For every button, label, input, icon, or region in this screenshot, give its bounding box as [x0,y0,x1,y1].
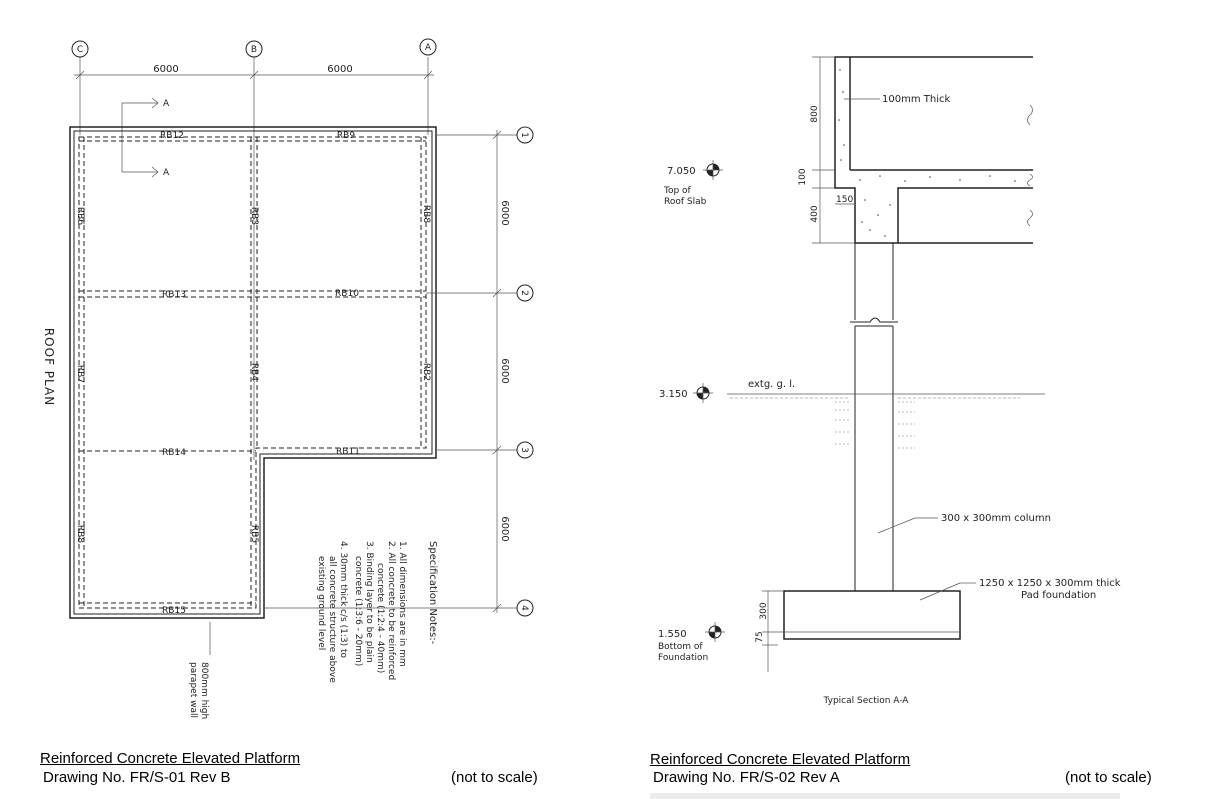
footer-divider [650,793,1120,799]
level-marker-bottom-icon [705,622,725,642]
section-marker-top: A [163,99,170,109]
ground-hatch [730,397,1020,449]
level-marker-top-icon [703,160,723,180]
section-cut-line [121,102,158,172]
dim-100: 100 [798,168,808,185]
column-leader [877,517,916,534]
dim-300: 300 [759,602,769,619]
beam-label-rb9: RB9 [337,131,355,141]
level-bottom-label-1: Bottom of [658,642,703,652]
right-caption-scale: (not to scale) [1065,769,1152,786]
grid-bubble-3 [516,441,534,459]
grid-label-a: A [425,43,432,53]
parapet-note-line1: 800mm high [199,662,209,719]
section-marker-bottom: A [163,168,170,178]
pad-leader [919,582,961,601]
dim-horizontal-1: 6000 [153,64,178,75]
left-caption-drawing-number: Drawing No. FR/S-01 Rev B [43,769,231,786]
dim-vertical-1: 6000 [499,200,510,225]
level-ground-value: 3.150 [659,389,688,400]
right-caption-title: Reinforced Concrete Elevated Platform [650,751,911,768]
spec-line-4: 3. Binding layer to be plain [364,541,374,663]
roof-plan: C B A 6000 6000 A A RB12 RB9 RB13 [42,38,534,719]
pad-label-1: 1250 x 1250 x 300mm thick [979,578,1121,589]
parapet-note-line2: parapet wall [188,662,198,718]
spec-line-8: existing ground level [316,556,326,650]
level-bottom-label-2: Foundation [658,653,708,663]
right-caption-drawing-number: Drawing No. FR/S-02 Rev A [653,769,840,786]
grid-bubble-4 [516,599,534,617]
beam-label-rb4: RB4 [249,363,259,381]
beam-label-rb6: RB6 [75,207,85,225]
column-break-icon [850,317,898,323]
grid-label-c: C [77,45,83,55]
level-bottom-value: 1.550 [658,629,687,640]
dim-400: 400 [810,205,820,222]
beam-outline [834,56,1033,244]
level-top-label-1: Top of [663,186,692,196]
slab-thickness-label: 100mm Thick [882,94,950,105]
grid-bubble-b [245,40,263,58]
slab-outline [69,126,437,619]
level-marker-ground-icon [693,383,713,403]
dim-vertical-3: 6000 [499,516,510,541]
beam-label-rb7: RB7 [75,365,85,383]
spec-line-7: all concrete structure above [327,556,337,683]
level-top-label-2: Roof Slab [664,197,707,207]
beam-label-rb13: RB13 [162,290,186,300]
beam-label-rb3: RB3 [249,207,259,225]
roof-plan-label: ROOF PLAN [42,328,56,406]
dim-vertical-2: 6000 [499,358,510,383]
dim-75: 75 [755,631,765,642]
left-caption-scale: (not to scale) [451,769,538,786]
beam-label-rb12: RB12 [160,131,184,141]
typical-section: 100mm Thick 800 100 400 150 7.050 Top of… [658,56,1121,706]
grid-bubble-1 [516,126,534,144]
beam-label-rb15: RB15 [162,606,186,616]
spec-line-6: 4. 30mm thick c/s (1:3) to [338,541,348,658]
perimeter-beams [78,136,427,609]
grid-label-2: 2 [519,290,529,296]
grid-bubble-c [71,40,89,58]
beam-label-rb2: RB2 [421,363,431,381]
column-label: 300 x 300mm column [941,513,1051,524]
beam-label-rb8-bottom: RB8 [75,525,85,543]
dim-150: 150 [836,195,853,205]
beam-label-rb8-top: RB8 [421,205,431,223]
grid-bubble-a [419,38,437,56]
beam-label-rb14: RB14 [162,448,186,458]
beam-label-rb11: RB11 [336,447,360,457]
pad-foundation [783,590,961,640]
pad-label-2: Pad foundation [1021,590,1096,601]
beam-label-rb10: RB10 [335,289,359,299]
left-caption-title: Reinforced Concrete Elevated Platform [40,750,301,767]
section-title: Typical Section A-A [823,696,910,706]
beam-label-rb5: RB5 [249,525,259,543]
spec-line-5: concrete (1:3:6 - 20mm) [353,556,363,666]
grid-bubble-2 [516,284,534,302]
spec-title: Specification Notes:- [427,541,438,645]
spec-line-1: 1. All dimensions are in mm [397,541,407,667]
ground-label: extg. g. l. [748,379,795,390]
grid-label-b: B [251,45,257,55]
dim-800: 800 [810,105,820,122]
grid-label-3: 3 [519,447,529,453]
spec-line-2: 2. All concrete to be reinforced [386,541,396,680]
grid-label-1: 1 [519,132,529,138]
spec-line-3: concrete (1:2:4 - 40mm) [375,563,385,673]
level-top-value: 7.050 [667,166,696,177]
grid-label-4: 4 [519,605,529,611]
concrete-hatch [838,69,1016,237]
dim-horizontal-2: 6000 [327,64,352,75]
